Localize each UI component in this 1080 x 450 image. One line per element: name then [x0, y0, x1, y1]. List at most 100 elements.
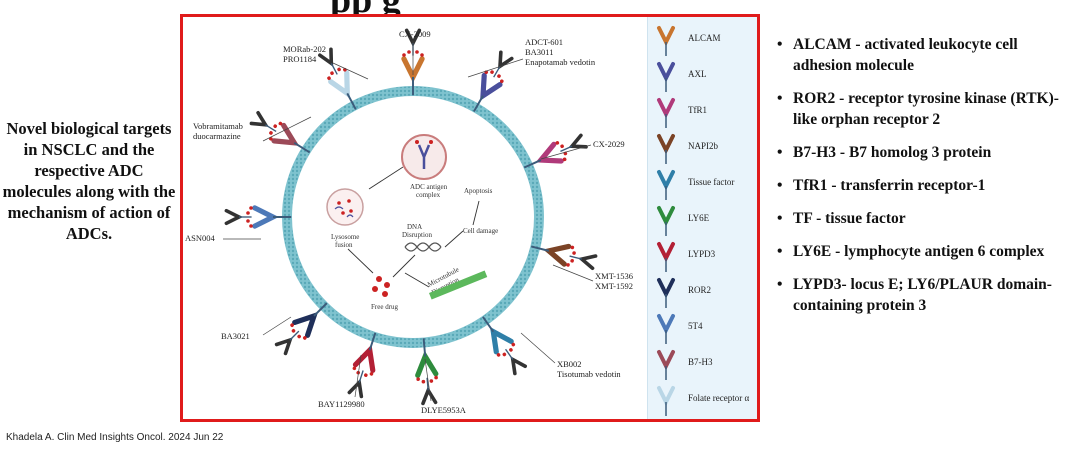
legend-item: Folate receptor α: [648, 383, 757, 419]
legend-label: NAPI2b: [688, 141, 719, 151]
antibody-icon: [657, 386, 675, 416]
label-xmt1536: XMT-1536: [595, 271, 633, 281]
antibody: [415, 338, 439, 384]
adc-molecule: [224, 208, 252, 226]
abbreviation-item: ALCAM - activated leukocyte cell adhesio…: [777, 34, 1077, 76]
label-arrow: [552, 264, 594, 282]
label-adc-complex-2: complex: [416, 191, 441, 199]
abbreviation-item: TF - tissue factor: [777, 208, 1077, 229]
label-bay: BAY1129980: [318, 399, 365, 409]
label-xmt1592: XMT-1592: [595, 281, 633, 291]
legend-label: 5T4: [688, 321, 703, 331]
label-pro1184: PRO1184: [283, 54, 317, 64]
adc-molecule: [249, 110, 277, 133]
legend-label: ALCAM: [688, 33, 721, 43]
antibody: [290, 302, 328, 340]
abbreviation-item: ROR2 - receptor tyrosine kinase (RTK)-li…: [777, 88, 1077, 130]
label-arrow: [262, 116, 312, 142]
label-arrow: [354, 354, 362, 398]
antibody: [269, 121, 311, 154]
free-drug: [372, 276, 390, 297]
adc-molecule: [347, 370, 364, 399]
antibody: [482, 316, 516, 357]
label-adc-complex-1: ADC antigen: [410, 183, 448, 191]
antibody: [523, 141, 568, 169]
adc-molecule: [569, 254, 598, 271]
dna-helix: [404, 242, 442, 252]
abbreviation-item: B7-H3 - B7 homolog 3 protein: [777, 142, 1077, 163]
label-dlye: DLYE5953A: [421, 405, 467, 415]
legend-label: Tissue factor: [688, 177, 735, 187]
legend-label: Folate receptor α: [688, 393, 750, 403]
label-morab: MORab-202: [283, 44, 326, 54]
antibody: [530, 243, 576, 267]
label-lysosome-1: Lysosome: [331, 233, 359, 241]
label-arrow: [262, 316, 292, 336]
abbreviation-item: LYPD3- locus E; LY6/PLAUR domain-contain…: [777, 274, 1077, 316]
label-tisotumab: Tisotumab vedotin: [557, 369, 621, 379]
adc-diagram: ADC antigen complex Lysosome fusion Apop…: [185, 28, 633, 415]
antibody-icon: [657, 170, 675, 200]
antibody: [473, 70, 504, 113]
label-dna-1: DNA: [407, 223, 422, 231]
label-arrow: [332, 62, 369, 80]
label-ba3021: BA3021: [221, 331, 250, 341]
legend-label: B7-H3: [688, 357, 713, 367]
figure-frame: ADC antigen complex Lysosome fusion Apop…: [180, 14, 760, 422]
legend-item: ALCAM: [648, 23, 757, 61]
label-cx2029: CX-2029: [593, 139, 625, 149]
abbreviation-list: ALCAM - activated leukocyte cell adhesio…: [777, 34, 1077, 328]
label-enapotamab: Enapotamab vedotin: [525, 57, 596, 67]
antibody: [401, 50, 425, 96]
antibody-icon: [657, 98, 675, 128]
label-asn004: ASN004: [185, 233, 216, 243]
label-vobra: Vobramitamab: [193, 121, 243, 131]
antibody: [246, 205, 292, 229]
label-free-drug: Free drug: [371, 303, 399, 311]
legend-item: LYPD3: [648, 239, 757, 277]
legend-item: 5T4: [648, 311, 757, 349]
label-arrow: [540, 144, 592, 160]
legend-item: ROR2: [648, 275, 757, 313]
citation: Khadela A. Clin Med Insights Oncol. 2024…: [6, 432, 224, 443]
label-arrows: [223, 41, 594, 402]
adc-molecule: [318, 47, 338, 75]
abbreviation-item: TfR1 - transferrin receptor-1: [777, 175, 1077, 196]
antibody-group: [224, 28, 598, 406]
label-duocarmazine: duocarmazine: [193, 131, 241, 141]
legend-label: LYPD3: [688, 249, 716, 259]
legend-item: NAPI2b: [648, 131, 757, 169]
label-apoptosis: Apoptosis: [464, 187, 493, 195]
label-arrow: [467, 58, 524, 78]
antibody-icon: [657, 350, 675, 380]
mechanism-arrows: [347, 166, 480, 288]
legend-item: AXL: [648, 59, 757, 97]
adc-molecule: [274, 330, 300, 356]
antibody-icon: [657, 314, 675, 344]
legend-label: ROR2: [688, 285, 712, 295]
microtubule: [429, 270, 488, 300]
label-adct601: ADCT-601: [525, 37, 563, 47]
adc-antigen-complex: [401, 134, 447, 180]
legend-item: B7-H3: [648, 347, 757, 385]
adc-molecule: [505, 348, 527, 376]
legend-label: LY6E: [688, 213, 710, 223]
label-ba3011: BA3011: [525, 47, 554, 57]
antibody-icon: [657, 62, 675, 92]
legend-item: TfR1: [648, 95, 757, 133]
antibody-icon: [657, 206, 675, 236]
antibody-icon: [657, 26, 675, 56]
label-dna-2: Disruption: [402, 231, 432, 239]
label-lysosome-2: fusion: [335, 241, 353, 249]
label-cell-damage: Cell damage: [463, 227, 498, 235]
abbreviation-item: LY6E - lymphocyte antigen 6 complex: [777, 241, 1077, 262]
legend-item: Tissue factor: [648, 167, 757, 205]
antibody-icon: [657, 134, 675, 164]
label-arrow: [520, 332, 556, 364]
adc-molecule: [421, 377, 438, 406]
legend-item: LY6E: [648, 203, 757, 241]
label-cx2009: CX-2009: [399, 29, 431, 39]
antibody-icon: [657, 278, 675, 308]
adc-molecule: [560, 133, 588, 152]
